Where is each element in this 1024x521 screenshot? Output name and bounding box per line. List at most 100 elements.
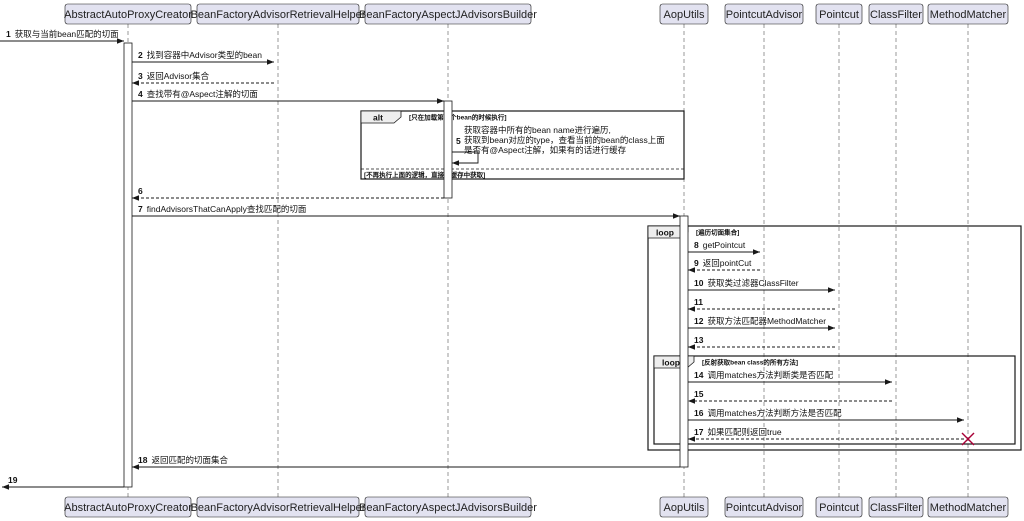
participant-top-pc: Pointcut [815, 3, 863, 25]
message-label: 11 [694, 297, 703, 307]
message-text: 返回匹配的切面集合 [151, 455, 228, 465]
message-label: 6 [138, 186, 143, 196]
message-number: 15 [694, 389, 704, 399]
participant-label: AbstractAutoProxyCreator [64, 9, 192, 21]
frame-guard: [只在加载第一个bean的时候执行] [409, 113, 507, 122]
message-number: 13 [694, 335, 704, 345]
message-number: 9 [694, 258, 699, 268]
message-number: 10 [694, 278, 704, 288]
frame-guard: [反射获取bean class的所有方法] [702, 358, 798, 367]
participant-label: PointcutAdvisor [726, 9, 803, 21]
frame-border [653, 355, 1016, 445]
message-number: 1 [6, 29, 11, 39]
message-number: 5 [456, 136, 461, 146]
message-8: 8 getPointcut [688, 240, 760, 255]
participant-label: AopUtils [664, 9, 705, 21]
message-text-line: 获取容器中所有的bean name进行遍历, [464, 125, 611, 135]
self-call-arrow [452, 151, 479, 166]
participant-top-cf: ClassFilter [868, 3, 924, 25]
message-number: 7 [138, 204, 143, 214]
participant-top-aop: AopUtils [659, 3, 709, 25]
participant-label: AopUtils [664, 502, 705, 514]
alt-frame: alt[只在加载第一个bean的时候执行][不再执行上面的逻辑，直接在缓存中获取… [360, 110, 685, 180]
participant-label: BeanFactoryAspectJAdvisorsBuilder [359, 9, 537, 21]
message-number: 8 [694, 240, 699, 250]
message-text-line: 获取到bean对应的type，查看当前的bean的class上面 [464, 135, 665, 145]
participant-label: ClassFilter [870, 502, 922, 514]
participant-label: BeanFactoryAdvisorRetrievalHelper [191, 9, 366, 21]
participant-label: BeanFactoryAdvisorRetrievalHelper [191, 502, 366, 514]
participant-box [196, 3, 360, 25]
message-text: getPointcut [703, 240, 746, 250]
participant-bottom-bfaab: BeanFactoryAspectJAdvisorsBuilder [359, 496, 537, 518]
message-4: 4 查找带有@Aspect注解的切面 [132, 89, 444, 104]
message-13: 13 [688, 335, 835, 350]
message-number: 12 [694, 316, 704, 326]
participant-box [868, 496, 924, 518]
message-text: 调用matches方法判断类是否匹配 [707, 370, 833, 380]
message-text: 找到容器中Advisor类型的bean [147, 50, 263, 60]
participant-box [724, 3, 804, 25]
frame-operator: loop [662, 358, 680, 368]
message-label: 4 查找带有@Aspect注解的切面 [138, 89, 258, 99]
message-number: 6 [138, 186, 143, 196]
participant-label: Pointcut [819, 502, 859, 514]
message-text: 查找带有@Aspect注解的切面 [147, 89, 259, 99]
frame-operator: loop [656, 228, 674, 238]
participant-top-mm: MethodMatcher [927, 3, 1009, 25]
participant-bottom-aapc: AbstractAutoProxyCreator [64, 496, 192, 518]
frame-tab [360, 110, 402, 124]
message-19: 19 [2, 475, 124, 490]
participant-label: PointcutAdvisor [726, 502, 803, 514]
participant-label: MethodMatcher [930, 9, 1007, 21]
message-number: 11 [694, 297, 703, 307]
participant-box [724, 496, 804, 518]
participant-bottom-pc: Pointcut [815, 496, 863, 518]
message-number: 4 [138, 89, 143, 99]
participant-box [364, 496, 532, 518]
message-label: 15 [694, 389, 704, 399]
message-number: 14 [694, 370, 704, 380]
message-label: 8 getPointcut [694, 240, 746, 250]
participant-label: ClassFilter [870, 9, 922, 21]
participant-bottom-aop: AopUtils [659, 496, 709, 518]
message-text: 获取与当前bean匹配的切面 [15, 29, 119, 39]
participant-top-pa: PointcutAdvisor [724, 3, 804, 25]
participant-label: Pointcut [819, 9, 859, 21]
participant-box [815, 3, 863, 25]
destroy-stroke [961, 432, 975, 446]
message-number: 18 [138, 455, 148, 465]
message-text: 返回Advisor集合 [147, 71, 210, 81]
destroy-icon [961, 432, 975, 446]
message-text: 调用matches方法判断方法是否匹配 [707, 408, 842, 418]
message-number: 19 [8, 475, 18, 485]
participant-bottom-mm: MethodMatcher [927, 496, 1009, 518]
participant-box [64, 496, 192, 518]
message-text: findAdvisorsThatCanApply查找匹配的切面 [147, 204, 307, 214]
participant-box [659, 3, 709, 25]
participant-top-aapc: AbstractAutoProxyCreator [64, 3, 192, 25]
participant-label: BeanFactoryAspectJAdvisorsBuilder [359, 502, 537, 514]
message-7: 7 findAdvisorsThatCanApply查找匹配的切面 [132, 204, 680, 219]
message-number: 2 [138, 50, 143, 60]
activation-bar-aop [679, 215, 689, 468]
participant-box [927, 496, 1009, 518]
message-label: 13 [694, 335, 704, 345]
participant-label: MethodMatcher [930, 502, 1007, 514]
message-label: 2 找到容器中Advisor类型的bean [138, 50, 262, 60]
frame-border [647, 225, 1022, 451]
message-text: 获取方法匹配器MethodMatcher [707, 316, 826, 326]
